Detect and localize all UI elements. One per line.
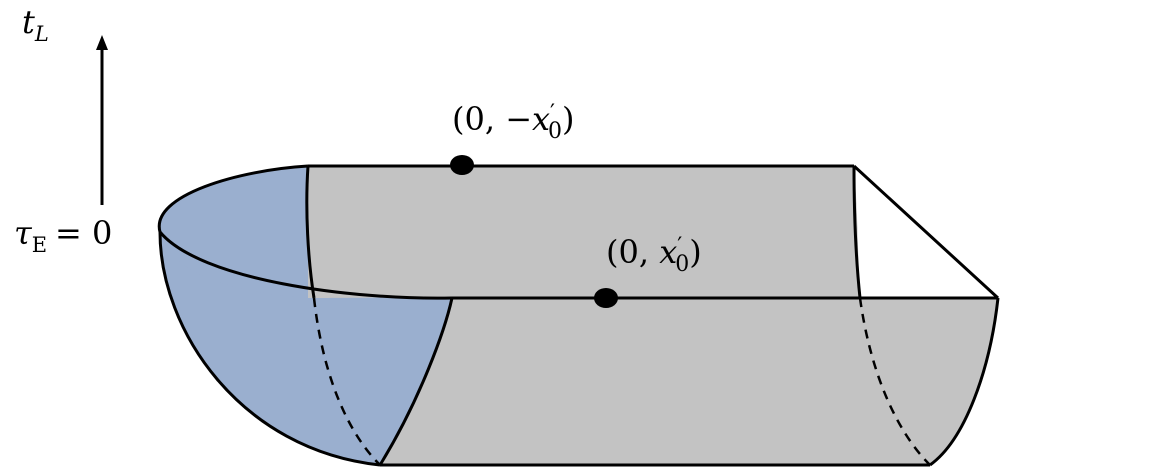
left-hidden-curve	[312, 297, 381, 466]
point-front	[594, 288, 618, 308]
hemisphere-rim-front	[158, 231, 453, 300]
right-back-curve-solid	[852, 165, 862, 299]
diagram-outlines	[157, 164, 1000, 467]
hemisphere-outer-arc	[158, 231, 381, 467]
hemisphere-top-cap	[159, 166, 308, 298]
time-axis	[96, 35, 108, 205]
right-hidden-curve	[858, 297, 931, 466]
point-back-label: (0, −x′0)	[452, 100, 575, 144]
hemisphere-lower-surface	[160, 232, 452, 465]
surface-front-curved	[380, 298, 998, 465]
right-curved-edge	[929, 297, 1000, 467]
time-axis-arrowhead	[96, 35, 108, 50]
right-diagonal-edge	[852, 164, 1000, 300]
point-front-label: (0, x′0)	[606, 233, 702, 277]
time-slice-label: τE= 0	[14, 214, 112, 257]
point-back	[450, 155, 474, 175]
left-front-curve	[378, 297, 454, 466]
surface-top-plane	[308, 166, 860, 298]
hidden-curves	[312, 297, 931, 466]
time-axis-label: tL	[22, 3, 49, 46]
left-back-curve-solid	[305, 165, 316, 299]
hemisphere-rim-back	[157, 164, 309, 233]
